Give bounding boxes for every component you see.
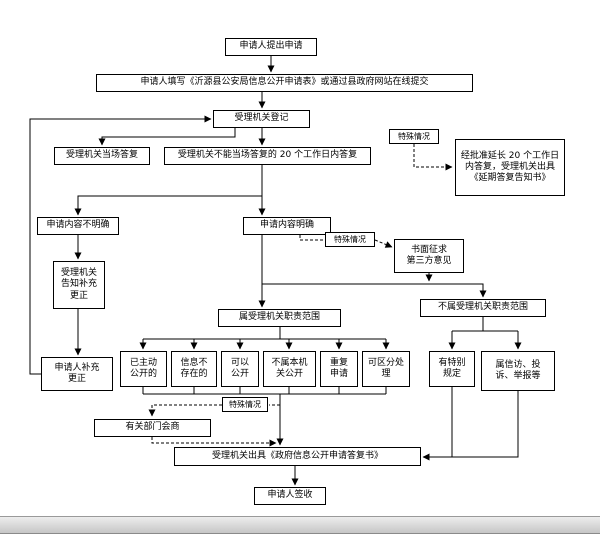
line-clear-to-special2 bbox=[299, 235, 323, 241]
node-petition-complaint: 属信访、投 诉、举报等 bbox=[481, 351, 555, 391]
arrow-special2-to-thirdparty bbox=[374, 239, 393, 248]
horizontal-scrollbar[interactable] bbox=[0, 516, 600, 534]
node-can-disclose: 可以 公开 bbox=[221, 351, 259, 387]
node-special-provisions: 有特别 规定 bbox=[429, 351, 475, 387]
arrow-branch-to-outscope bbox=[262, 283, 487, 298]
node-already-disclosed: 已主动 公开的 bbox=[120, 351, 167, 387]
node-applicant-supplement: 申请人补充 更正 bbox=[41, 357, 113, 391]
arrow-register-to-onsite bbox=[98, 128, 236, 146]
node-fill-application-form: 申请人填写《沂源县公安局信息公开申请表》或通过县政府网站在线提交 bbox=[96, 74, 473, 92]
node-content-clear: 申请内容明确 bbox=[243, 217, 331, 235]
node-extension-notice: 经批准延长 20 个工作日 内答复，受理机关出具 《延期答复告知书》 bbox=[455, 139, 565, 196]
node-info-not-exist: 信息不 存在的 bbox=[171, 351, 217, 387]
arrow-consult-return bbox=[151, 437, 277, 447]
node-applicant-submit: 申请人提出申请 bbox=[225, 38, 317, 56]
node-repeat-application: 重复 申请 bbox=[320, 351, 358, 387]
node-reply-within-20-days: 受理机关不能当场答复的 20 个工作日内答复 bbox=[164, 147, 371, 165]
arrow-right-to-replydoc bbox=[422, 391, 519, 461]
node-issue-reply-document: 受理机关出具《政府信息公开申请答复书》 bbox=[174, 447, 421, 466]
node-applicant-sign: 申请人签收 bbox=[254, 487, 326, 505]
node-register: 受理机关登记 bbox=[213, 110, 310, 128]
node-department-consultation: 有关部门会商 bbox=[94, 419, 211, 437]
arrow-special1-to-extension bbox=[413, 144, 453, 171]
arrow-branch-to-unclear bbox=[74, 195, 262, 216]
node-notify-supplement: 受理机关 告知补充 更正 bbox=[53, 261, 105, 309]
node-separable-handling: 可区分处 理 bbox=[362, 351, 410, 387]
node-special-case-bottom: 特殊情况 bbox=[222, 397, 268, 412]
node-outside-scope: 不属受理机关职责范围 bbox=[420, 299, 546, 317]
node-third-party-opinion: 书面征求 第三方意见 bbox=[394, 239, 464, 273]
node-special-case-top: 特殊情况 bbox=[389, 129, 439, 144]
arrow-special3-to-consult bbox=[148, 404, 222, 417]
node-onsite-reply: 受理机关当场答复 bbox=[54, 147, 150, 165]
node-within-scope: 属受理机关职责范围 bbox=[218, 309, 341, 327]
node-not-this-authority: 不属本机 关公开 bbox=[263, 351, 316, 387]
node-special-case-mid: 特殊情况 bbox=[325, 232, 375, 247]
node-content-unclear: 申请内容不明确 bbox=[37, 217, 119, 235]
